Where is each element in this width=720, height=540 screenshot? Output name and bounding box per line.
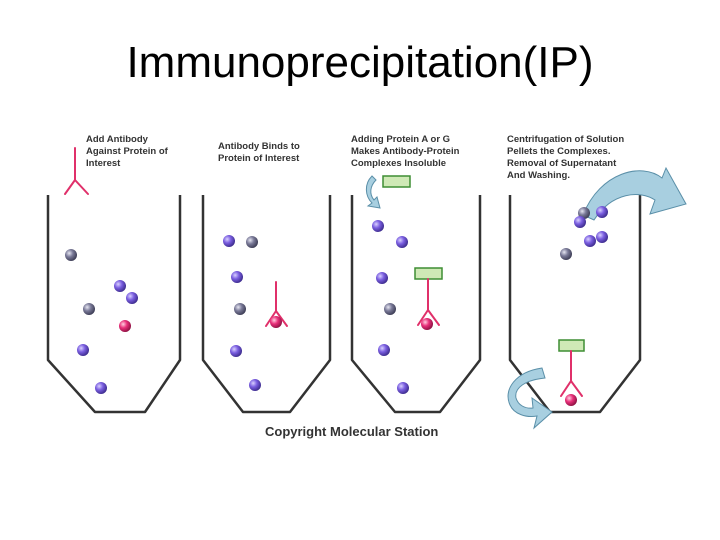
protein-gray xyxy=(234,303,246,315)
protein-purple xyxy=(230,345,242,357)
protein-purple xyxy=(378,344,390,356)
curved-arrow-icon xyxy=(365,175,381,209)
copyright: Copyright Molecular Station xyxy=(265,424,438,439)
target-protein xyxy=(119,320,131,332)
antibody-y-icon xyxy=(417,278,440,326)
protein-purple xyxy=(596,206,608,218)
protein-purple xyxy=(223,235,235,247)
step2-caption: Antibody Binds to Protein of Interest xyxy=(218,141,302,164)
step4-line1: Centrifugation of Solution xyxy=(507,134,624,145)
antibody-y-icon xyxy=(560,350,583,397)
step3-line3: Complexes Insoluble xyxy=(351,158,446,169)
protein-gray xyxy=(560,248,572,260)
tube-1 xyxy=(46,195,182,414)
protein-a-g-block-icon xyxy=(382,175,411,188)
protein-gray xyxy=(65,249,77,261)
target-protein xyxy=(270,316,282,328)
protein-purple xyxy=(596,231,608,243)
step4-caption: Centrifugation of Solution Pellets the C… xyxy=(507,134,627,181)
target-protein xyxy=(565,394,577,406)
step3-caption: Adding Protein A or G Makes Antibody-Pro… xyxy=(351,134,462,169)
target-protein xyxy=(421,318,433,330)
step1-caption: Add Antibody Against Protein of Interest xyxy=(86,134,170,169)
curved-arrow-icon xyxy=(582,166,687,221)
tube-3 xyxy=(350,195,482,414)
antibody-y-icon xyxy=(265,281,288,327)
step2-line2: Protein of Interest xyxy=(218,153,300,164)
protein-gray xyxy=(578,207,590,219)
protein-purple xyxy=(95,382,107,394)
protein-purple xyxy=(397,382,409,394)
step1-line1: Add Antibody xyxy=(86,134,149,145)
step1-line3: Interest xyxy=(86,158,121,169)
step4-line3: Removal of Supernatant xyxy=(507,158,617,169)
protein-purple xyxy=(574,216,586,228)
protein-purple xyxy=(126,292,138,304)
protein-purple xyxy=(584,235,596,247)
protein-purple xyxy=(231,271,243,283)
protein-a-g-block-icon xyxy=(558,339,585,352)
protein-gray xyxy=(384,303,396,315)
protein-gray xyxy=(83,303,95,315)
step2-line1: Antibody Binds to xyxy=(218,141,300,152)
protein-purple xyxy=(372,220,384,232)
protein-a-g-block-icon xyxy=(414,267,443,280)
tube-2 xyxy=(201,195,332,414)
step1-line2: Against Protein of xyxy=(86,146,169,157)
protein-purple xyxy=(114,280,126,292)
protein-gray xyxy=(246,236,258,248)
step4-line2: Pellets the Complexes. xyxy=(507,146,610,157)
antibody-y-icon xyxy=(64,147,89,195)
tube-4 xyxy=(508,195,642,414)
curved-arrow-icon xyxy=(507,367,553,430)
protein-purple xyxy=(396,236,408,248)
step3-line2: Makes Antibody-Protein xyxy=(351,146,460,157)
protein-purple xyxy=(77,344,89,356)
protein-purple xyxy=(249,379,261,391)
protein-purple xyxy=(376,272,388,284)
page-title: Immunoprecipitation(IP) xyxy=(126,38,594,87)
step4-line4: And Washing. xyxy=(507,170,570,181)
step3-line1: Adding Protein A or G xyxy=(351,134,450,145)
